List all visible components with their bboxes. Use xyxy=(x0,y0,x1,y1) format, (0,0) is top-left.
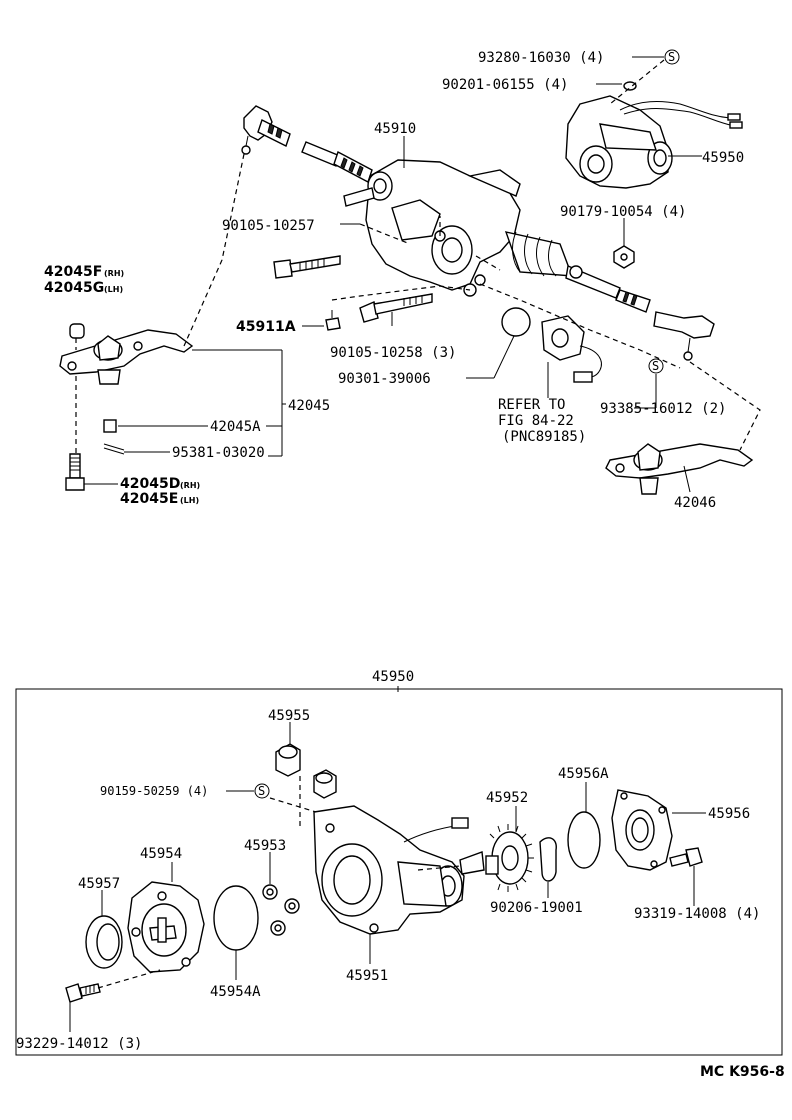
svg-text:42045G: 42045G xyxy=(44,280,104,296)
gear-45952 xyxy=(459,824,534,892)
screw-93319 xyxy=(669,847,703,867)
label-45952: 45952 xyxy=(486,790,528,806)
seal-45957 xyxy=(85,915,123,969)
label-45911a: 45911A xyxy=(236,319,296,335)
nut-42045a xyxy=(103,419,117,433)
label-95381-03020: 95381-03020 xyxy=(172,445,265,461)
s-symbol-93385: S xyxy=(648,358,664,374)
label-90105-10257: 90105-10257 xyxy=(222,218,315,234)
s-symbol-90159: S xyxy=(254,783,270,799)
cotter-pin xyxy=(103,443,125,455)
svg-text:42045F: 42045F xyxy=(44,264,102,280)
gears-45953 xyxy=(262,884,300,936)
tie-rod-right xyxy=(565,265,651,313)
nut-45911a xyxy=(325,310,341,331)
label-90206-19001: 90206-19001 xyxy=(490,900,583,916)
tie-rod-end-left xyxy=(241,105,291,155)
dashed-lines-upper xyxy=(75,153,761,454)
label-45951: 45951 xyxy=(346,968,388,984)
bracket-42045 xyxy=(59,329,194,385)
motor-housing-45951 xyxy=(313,805,469,935)
label-93229-14012: 93229-14012 (3) xyxy=(16,1036,142,1052)
label-45956: 45956 xyxy=(708,806,750,822)
bracket-42046 xyxy=(605,443,754,495)
label-42045f-rh: 42045F (RH) xyxy=(44,264,124,280)
clip-90206 xyxy=(539,837,557,882)
label-45953: 45953 xyxy=(244,838,286,854)
tie-rod-end-right xyxy=(653,311,715,361)
cap-42045f xyxy=(69,323,85,339)
sensor-switch xyxy=(541,315,602,383)
label-93319-14008: 93319-14008 (4) xyxy=(634,906,760,922)
label-refer-pnc: (PNC89185) xyxy=(502,429,586,445)
label-90201-06155: 90201-06155 (4) xyxy=(442,77,568,93)
nut-90179 xyxy=(613,245,635,269)
label-42046: 42046 xyxy=(674,495,716,511)
bolt-90105-10257 xyxy=(273,255,341,279)
o-ring-90301 xyxy=(501,307,531,337)
svg-text:S: S xyxy=(652,359,659,373)
cover-plate-45956 xyxy=(611,789,673,871)
label-45910: 45910 xyxy=(374,121,416,137)
svg-text:42045E: 42045E xyxy=(120,491,178,507)
svg-text:S: S xyxy=(668,50,675,64)
svg-text:(LH): (LH) xyxy=(104,285,123,294)
o-ring-45956a xyxy=(567,811,601,869)
label-90105-10258: 90105-10258 (3) xyxy=(330,345,456,361)
exploded-view-frame xyxy=(15,688,783,1056)
label-refer-fig: FIG 84-22 xyxy=(498,413,574,429)
bolt-42045d xyxy=(65,453,85,491)
screw-93229 xyxy=(65,983,101,1003)
label-45956a: 45956A xyxy=(558,766,609,782)
label-42045: 42045 xyxy=(288,398,330,414)
leader-lines-upper xyxy=(84,56,702,493)
label-45957: 45957 xyxy=(78,876,120,892)
svg-text:(RH): (RH) xyxy=(104,269,124,278)
bolt-90105-10258 xyxy=(359,293,433,323)
svg-text:S: S xyxy=(258,784,265,798)
label-42045d-rh: 42045D (RH) xyxy=(120,476,200,492)
nut-90201 xyxy=(623,81,637,91)
grommet-45955 xyxy=(275,743,337,799)
label-45950-top: 45950 xyxy=(702,150,744,166)
s-symbol-93280: S xyxy=(664,49,680,65)
actuator-assembly xyxy=(565,95,743,189)
tie-rod-left xyxy=(301,141,373,184)
label-45954a: 45954A xyxy=(210,984,261,1000)
label-42045g-lh: 42045G (LH) xyxy=(44,280,123,296)
label-42045e-lh: 42045E (LH) xyxy=(120,491,199,507)
svg-text:42045D: 42045D xyxy=(120,476,180,492)
label-42045a: 42045A xyxy=(210,419,261,435)
leader-lines-lower xyxy=(69,722,706,1032)
label-45950-box: 45950 xyxy=(372,669,414,685)
label-93280-16030: 93280-16030 (4) xyxy=(478,50,604,66)
steering-boot xyxy=(504,231,574,277)
label-93385-16012: 93385-16012 (2) xyxy=(600,401,726,417)
cover-45954 xyxy=(127,881,205,973)
svg-text:(LH): (LH) xyxy=(180,496,199,505)
drawing-code: MC K956-8 xyxy=(700,1064,785,1080)
gasket-45954a xyxy=(213,885,259,951)
label-90159-50259: 90159-50259 (4) xyxy=(100,784,208,798)
label-45955: 45955 xyxy=(268,708,310,724)
svg-text:(RH): (RH) xyxy=(180,481,200,490)
label-90179-10054: 90179-10054 (4) xyxy=(560,204,686,220)
label-refer-to: REFER TO xyxy=(498,397,565,413)
label-45954: 45954 xyxy=(140,846,182,862)
label-90301-39006: 90301-39006 xyxy=(338,371,431,387)
